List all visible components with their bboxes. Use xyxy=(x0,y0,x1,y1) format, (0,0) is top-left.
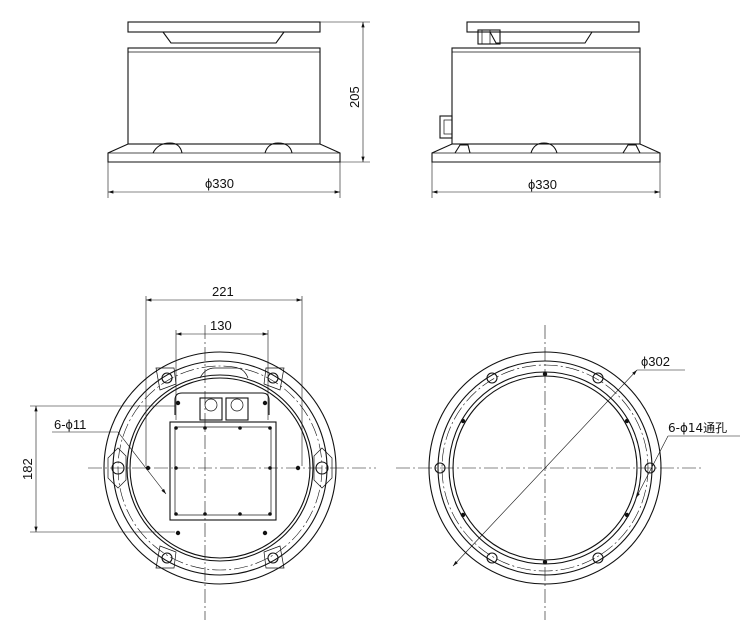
dim-182-label: 182 xyxy=(20,458,35,480)
plan-hole xyxy=(315,461,329,475)
front-elevation-view: ϕ330 205 xyxy=(107,21,370,198)
plan-hole xyxy=(111,461,125,475)
front-diameter-label: ϕ330 xyxy=(205,176,234,191)
side-elevation-view: ϕ330 xyxy=(431,21,661,198)
plan-view-left: 221 130 182 6-ϕ11 xyxy=(20,284,376,620)
front-lug-left xyxy=(152,142,183,154)
side-connector xyxy=(477,29,501,45)
front-top-bracket xyxy=(162,31,285,44)
through-holes-label: 6-ϕ14通孔 xyxy=(668,421,727,435)
plan-connector-left xyxy=(199,397,223,421)
dim-221-label: 221 xyxy=(212,284,234,299)
right-outer-circle xyxy=(428,351,662,585)
front-lug-right xyxy=(264,142,293,154)
dim-130-label: 130 xyxy=(210,318,232,333)
through-holes-leader xyxy=(635,435,669,499)
side-top-bracket xyxy=(489,31,593,44)
holes-left-label: 6-ϕ11 xyxy=(54,417,86,432)
plan-hole xyxy=(267,552,279,564)
right-hole xyxy=(434,462,446,474)
front-top-plate xyxy=(127,21,321,33)
height-label: 205 xyxy=(347,86,362,108)
side-diameter-label: ϕ330 xyxy=(528,177,557,192)
right-hole xyxy=(644,462,656,474)
side-top-plate xyxy=(466,21,640,33)
plan-hole xyxy=(161,372,173,384)
side-lug-center xyxy=(530,142,558,154)
plan-bracket xyxy=(174,392,270,415)
right-diameter-line xyxy=(452,369,638,567)
plan-connector-right xyxy=(225,397,249,421)
side-body xyxy=(451,47,641,145)
holes-left-leader xyxy=(117,431,167,495)
side-port xyxy=(439,115,453,139)
front-body xyxy=(127,47,321,145)
right-diameter-label: ϕ302 xyxy=(641,354,670,369)
plan-inner-plate xyxy=(169,421,277,521)
plan-hole xyxy=(161,552,173,564)
plan-view-right: ϕ302 6-ϕ14通孔 xyxy=(396,325,740,620)
plan-outer-circle xyxy=(103,351,337,585)
